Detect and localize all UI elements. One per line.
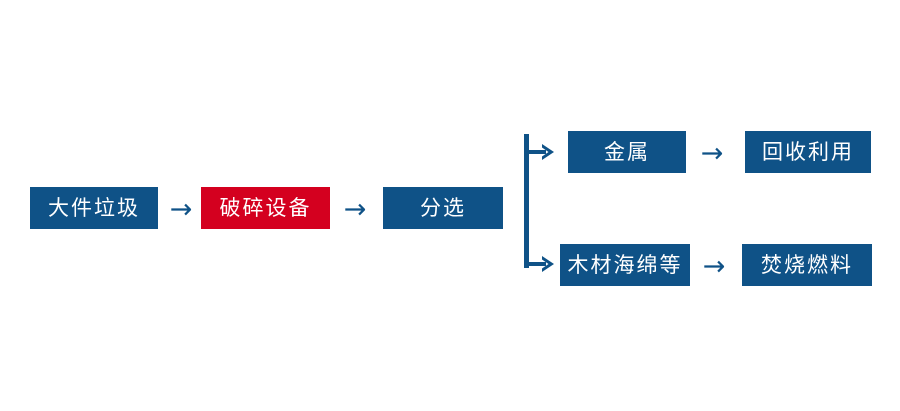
arrow-right-icon-wood-to-incineration: → bbox=[702, 250, 726, 282]
arrow-right-icon-metal-to-recycling: → bbox=[700, 137, 724, 169]
node-wood-sponge[interactable]: 木材海绵等 bbox=[560, 244, 690, 286]
node-incineration-fuel[interactable]: 焚烧燃料 bbox=[742, 244, 872, 286]
node-sorting[interactable]: 分选 bbox=[383, 187, 503, 229]
node-bulky-waste[interactable]: 大件垃圾 bbox=[30, 187, 158, 229]
branch-split-connector bbox=[520, 128, 570, 276]
node-metal[interactable]: 金属 bbox=[568, 131, 686, 173]
arrow-right-icon-crusher-to-sorting: → bbox=[343, 193, 367, 225]
arrow-right-icon-waste-to-crusher: → bbox=[169, 193, 193, 225]
branch-split-icon bbox=[524, 134, 554, 272]
node-crusher-equipment[interactable]: 破碎设备 bbox=[201, 187, 330, 229]
node-recycling[interactable]: 回收利用 bbox=[745, 131, 871, 173]
